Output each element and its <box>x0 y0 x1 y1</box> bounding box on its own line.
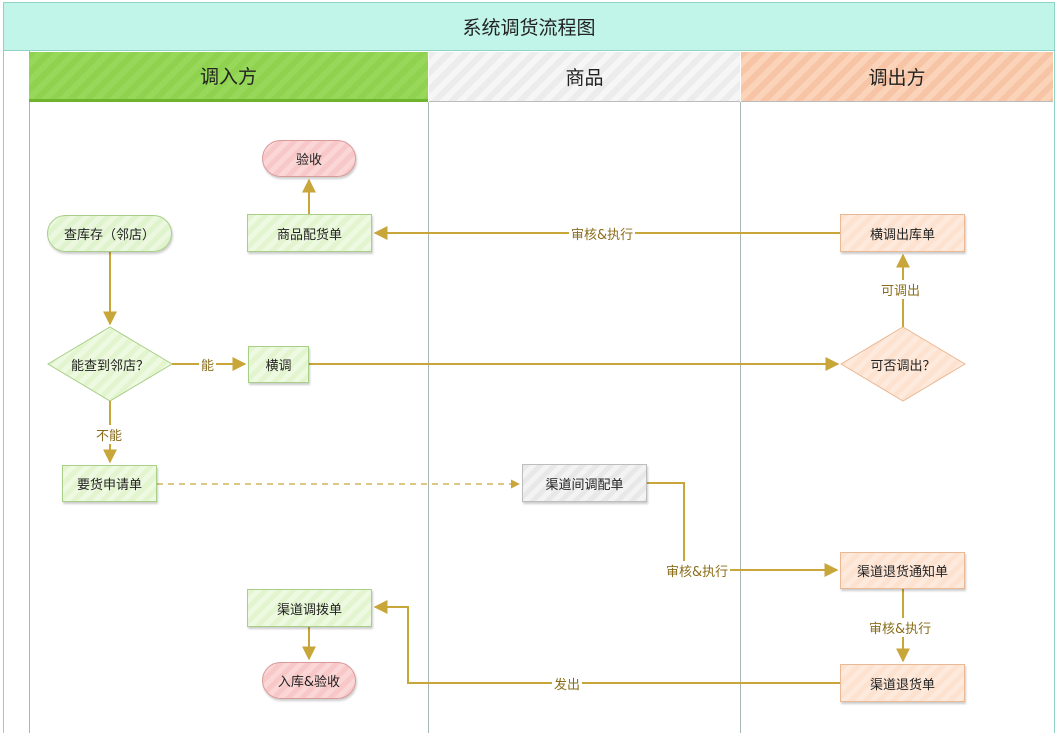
can-find-label: 能查到邻店？ <box>70 358 149 374</box>
inspect-node: 验收 <box>262 140 356 177</box>
can-out-diamond <box>840 326 966 402</box>
channel-return-notice-node: 渠道退货通知单 <box>840 552 965 589</box>
transfer-out-order-node: 横调出库单 <box>840 214 965 252</box>
channel-alloc-node: 渠道间调配单 <box>522 464 647 502</box>
frame-left-border <box>3 51 4 733</box>
lane-header-goods: 商品 <box>429 52 740 102</box>
stock-in-inspect-node: 入库&验收 <box>262 662 356 699</box>
lane-header-in: 调入方 <box>29 52 428 102</box>
diagram-title: 系统调货流程图 <box>3 2 1055 51</box>
channel-transfer-node: 渠道调拨单 <box>247 589 372 627</box>
transfer-node: 横调 <box>248 346 309 383</box>
edge-label-yes: 能 <box>199 355 217 374</box>
edge-label-ship-out: 发出 <box>552 674 583 693</box>
frame-right-border <box>1054 51 1055 733</box>
lane-divider-1 <box>428 102 429 733</box>
request-order-node: 要货申请单 <box>62 465 157 502</box>
edge-label-no: 不能 <box>94 425 125 444</box>
channel-return-node: 渠道退货单 <box>840 664 965 702</box>
lane-left-border <box>29 51 30 733</box>
lane-divider-2 <box>740 102 741 733</box>
edge-label-review-mid: 审核&执行 <box>664 561 731 580</box>
goods-order-node: 商品配货单 <box>247 214 372 252</box>
edge-review-mid <box>646 482 839 577</box>
can-out-label: 可否调出？ <box>870 358 936 374</box>
check-stock-node: 查库存（邻店） <box>47 215 172 252</box>
lane-header-out: 调出方 <box>741 52 1053 102</box>
edge-ship-out <box>373 600 840 684</box>
edge-label-can-transfer-out: 可调出 <box>879 280 923 299</box>
edge-label-review-right: 审核&执行 <box>867 618 934 637</box>
edge-label-review-top: 审核&执行 <box>569 224 636 243</box>
